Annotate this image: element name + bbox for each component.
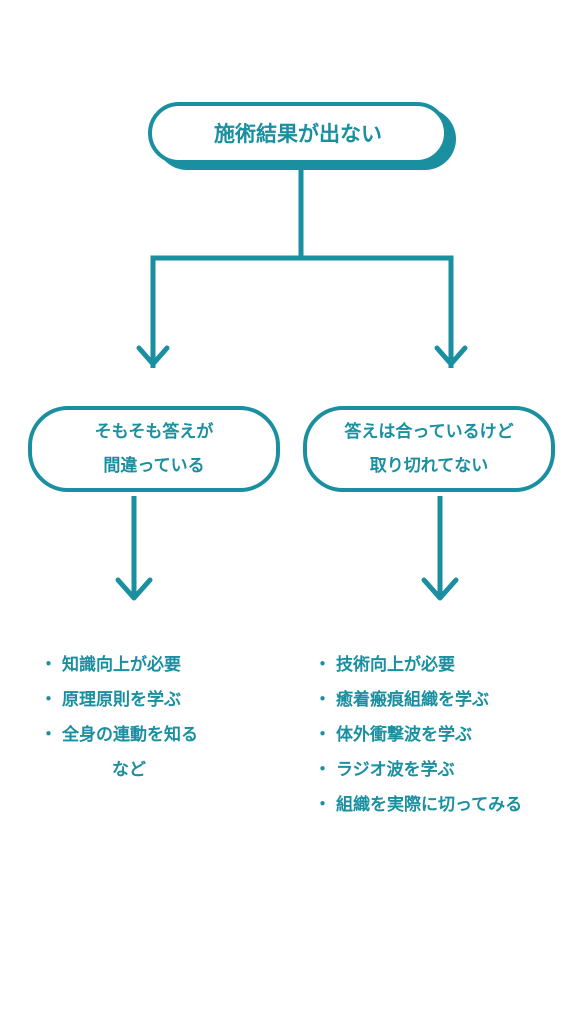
right-bullet-list: ・技術向上が必要 ・癒着瘢痕組織を学ぶ ・体外衝撃波を学ぶ ・ラジオ波を学ぶ ・… bbox=[314, 648, 522, 823]
right-branch-node: 答えは合っているけど 取り切れてない bbox=[303, 406, 555, 492]
list-item: ・癒着瘢痕組織を学ぶ bbox=[314, 683, 522, 718]
right-arrowhead bbox=[434, 345, 468, 367]
list-item-text: 癒着瘢痕組織を学ぶ bbox=[336, 690, 489, 710]
bullet-marker: ・ bbox=[40, 655, 57, 675]
right-node-line2: 取り切れてない bbox=[369, 456, 489, 476]
list-item: ・原理原則を学ぶ bbox=[40, 683, 198, 718]
bullet-marker: ・ bbox=[314, 760, 331, 780]
bullet-marker: ・ bbox=[314, 725, 331, 745]
list-item-text: 全身の連動を知る bbox=[62, 725, 198, 745]
left-branch-node: そもそも答えが 間違っている bbox=[28, 406, 280, 492]
bullet-marker: ・ bbox=[314, 690, 331, 710]
bullet-marker: ・ bbox=[314, 795, 331, 815]
left-arrowhead bbox=[136, 345, 170, 367]
list-item-text: 知識向上が必要 bbox=[62, 655, 181, 675]
list-item-text: 技術向上が必要 bbox=[336, 655, 455, 675]
list-item-text: 組織を実際に切ってみる bbox=[336, 795, 523, 815]
list-item: ・知識向上が必要 bbox=[40, 648, 198, 683]
right-node-line1: 答えは合っているけど bbox=[344, 422, 514, 442]
left-bullet-list: ・知識向上が必要 ・原理原則を学ぶ ・全身の連動を知る bbox=[40, 648, 198, 753]
list-item: ・組織を実際に切ってみる bbox=[314, 788, 522, 823]
left-node-line2: 間違っている bbox=[103, 456, 205, 476]
root-node: 施術結果が出ない bbox=[148, 102, 448, 164]
left-node-line1: そもそも答えが bbox=[94, 422, 214, 442]
list-item: ・技術向上が必要 bbox=[314, 648, 522, 683]
root-label: 施術結果が出ない bbox=[214, 122, 382, 146]
list-item-text: 原理原則を学ぶ bbox=[62, 690, 181, 710]
right-down-arrowhead bbox=[421, 577, 459, 601]
list-item-text: ラジオ波を学ぶ bbox=[336, 760, 455, 780]
list-item: ・ラジオ波を学ぶ bbox=[314, 753, 522, 788]
list-item: ・全身の連動を知る bbox=[40, 718, 198, 753]
bullet-marker: ・ bbox=[40, 690, 57, 710]
left-list-suffix: など bbox=[112, 760, 146, 780]
list-item-text: 体外衝撃波を学ぶ bbox=[336, 725, 472, 745]
bullet-marker: ・ bbox=[40, 725, 57, 745]
list-item: ・体外衝撃波を学ぶ bbox=[314, 718, 522, 753]
branch-bar bbox=[150, 255, 454, 368]
left-down-arrowhead bbox=[115, 577, 153, 601]
bullet-marker: ・ bbox=[314, 655, 331, 675]
